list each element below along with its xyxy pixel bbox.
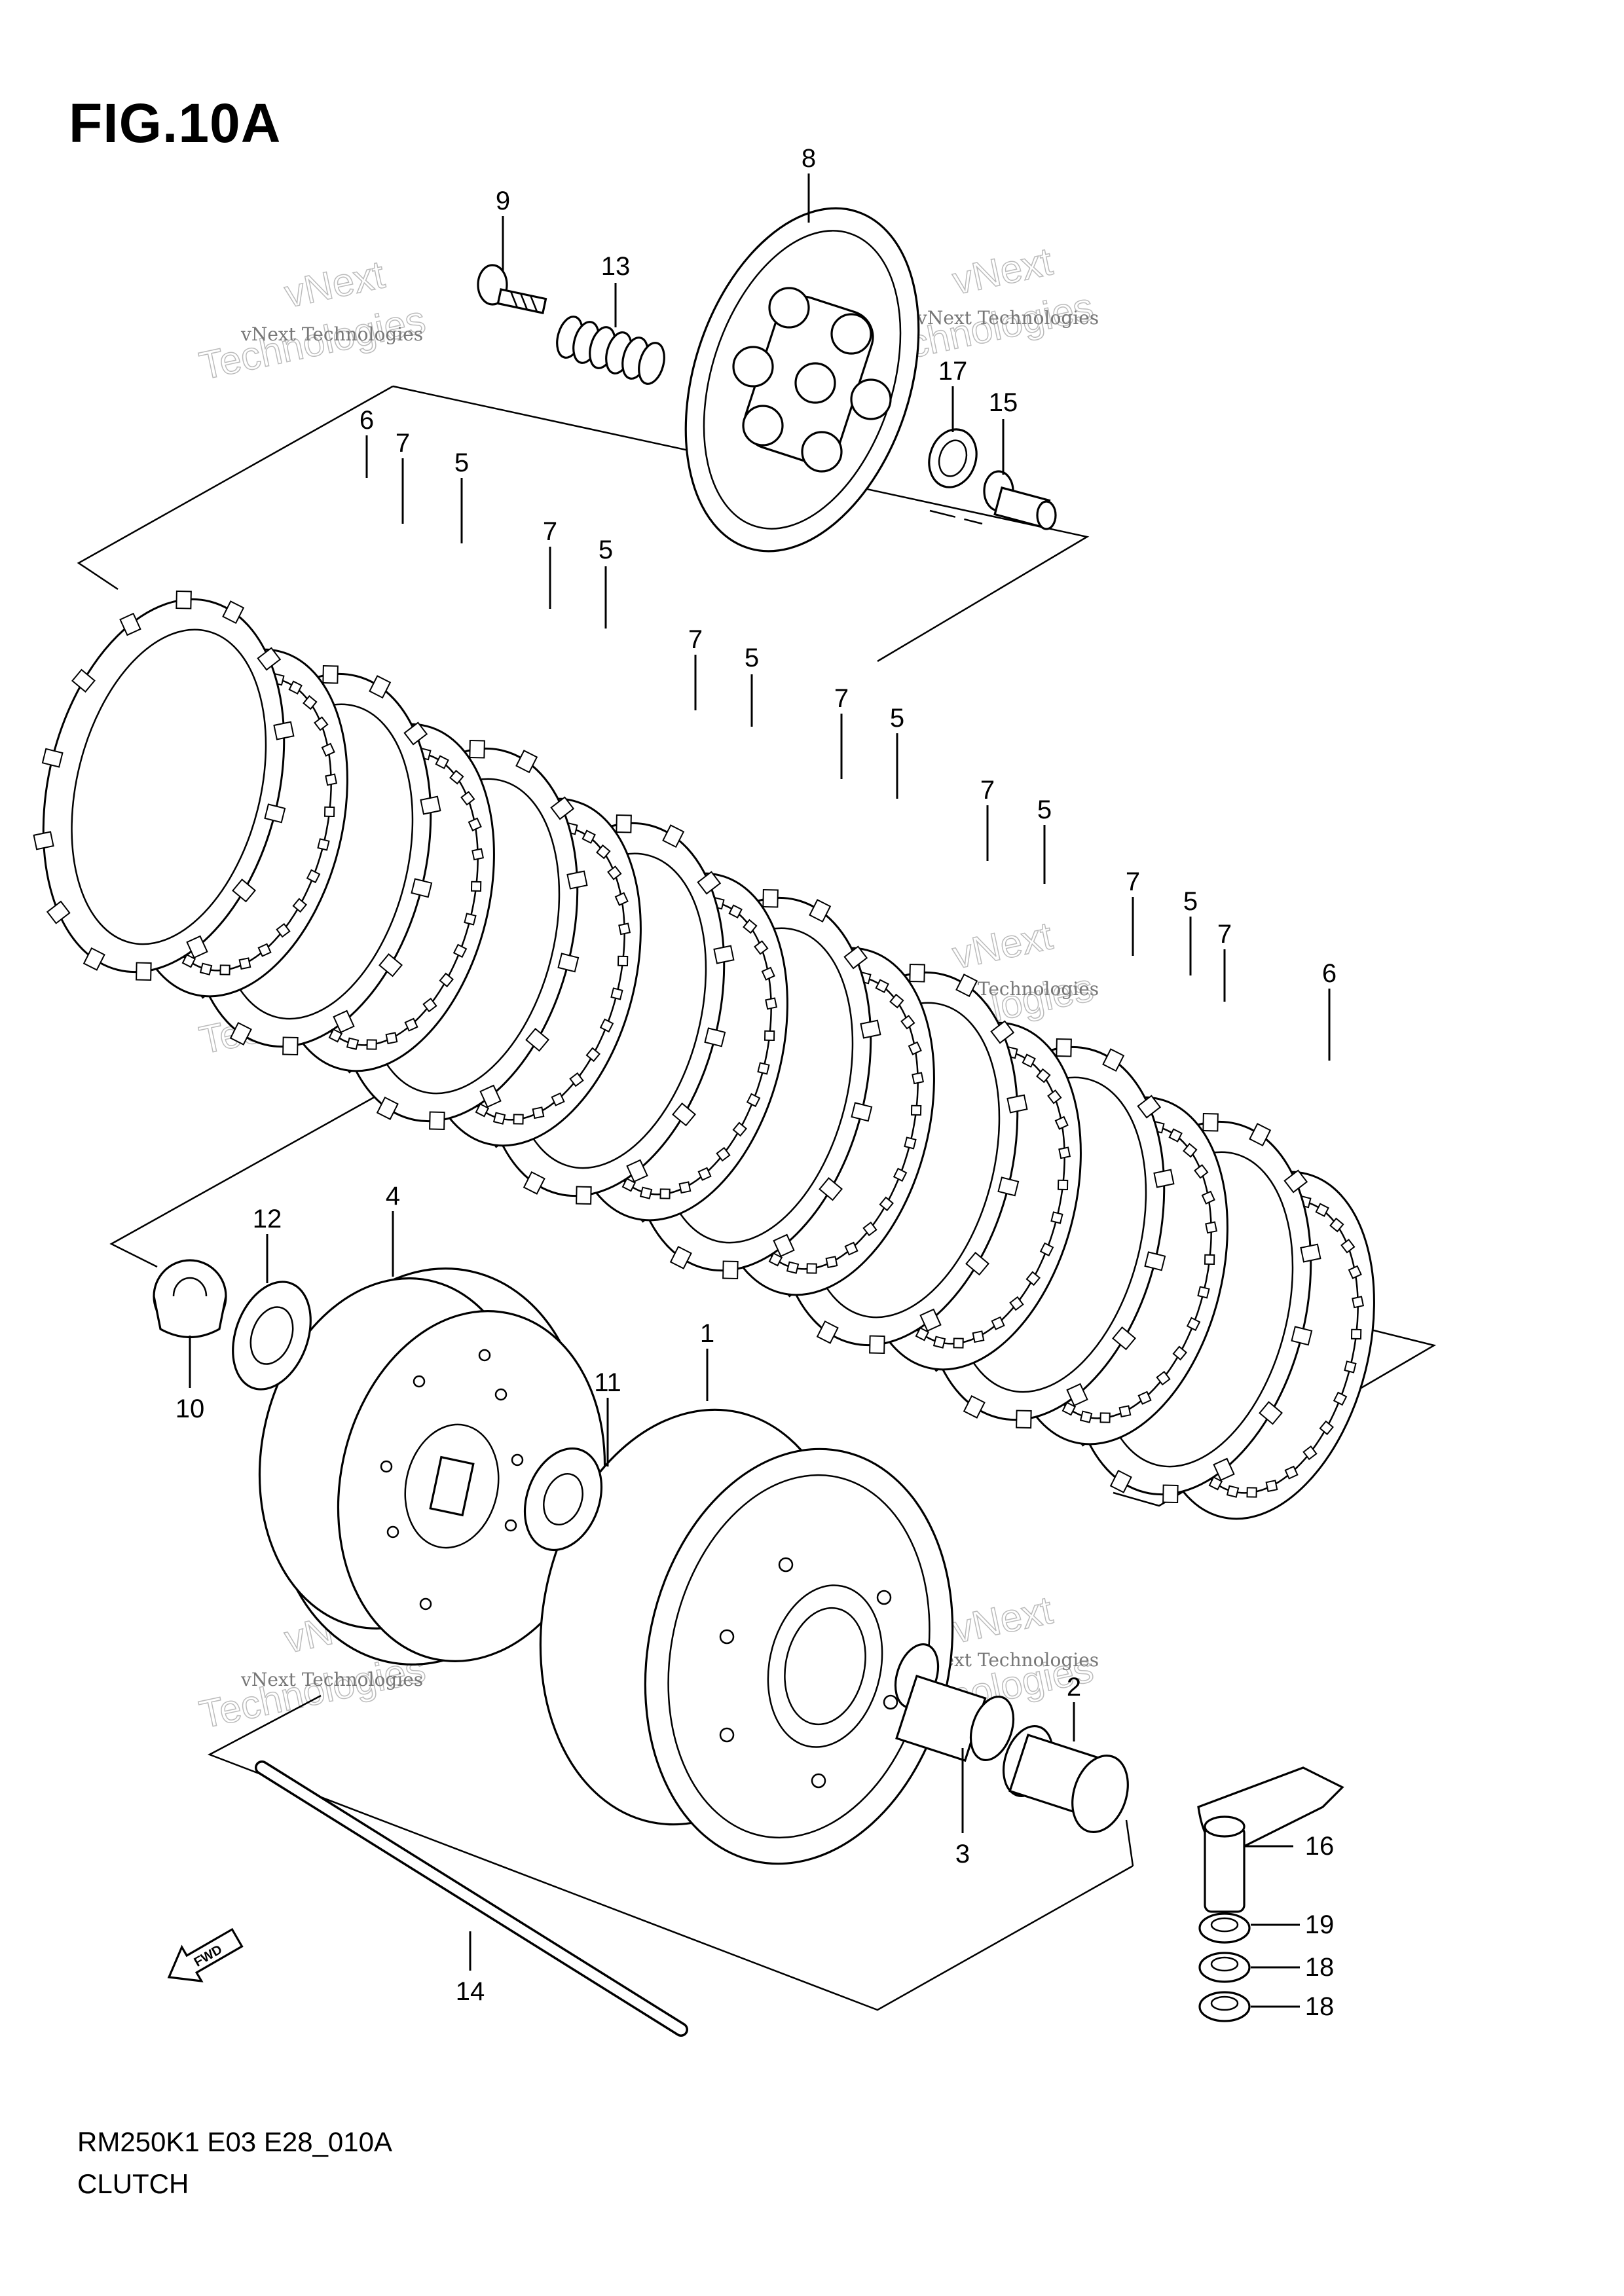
callout-5: 5 <box>890 704 904 733</box>
clutch-sleeve-hub-nut <box>153 1259 227 1339</box>
callout-5: 5 <box>599 536 613 564</box>
needle-bearing <box>894 1643 1015 1762</box>
callout-6: 6 <box>1322 959 1337 988</box>
thrust-washer <box>523 1447 603 1552</box>
watermark-word: vNext <box>949 239 1056 302</box>
callout-12: 12 <box>253 1205 282 1233</box>
callout-7: 7 <box>1126 867 1140 896</box>
callout-8: 8 <box>802 144 816 173</box>
callout-19: 19 <box>1305 1910 1335 1939</box>
callout-7: 7 <box>980 776 995 805</box>
primary-driven-gear <box>258 1267 606 1666</box>
watermark-word: vNext <box>949 1588 1056 1651</box>
watermark-text: vNext Technologies <box>240 1669 423 1690</box>
watermark-word: vNext <box>949 913 1056 977</box>
callout-4: 4 <box>386 1182 400 1211</box>
callout-3: 3 <box>955 1840 970 1868</box>
callout-7: 7 <box>688 625 703 654</box>
callout-17: 17 <box>938 357 968 386</box>
lock-washer <box>232 1281 312 1391</box>
callout-5: 5 <box>1037 795 1052 824</box>
pressure-plate <box>684 207 920 553</box>
camshaft-bearing <box>1198 1952 1251 1983</box>
outline-top-left <box>77 385 394 591</box>
outline-top-right <box>392 385 1090 663</box>
callout-labels: 8 9 13 17 15 6 7 5 7 5 7 5 7 5 7 5 7 5 7… <box>175 144 1337 2021</box>
callout-15: 15 <box>989 388 1018 417</box>
drive-plate <box>33 591 295 981</box>
callout-7: 7 <box>834 684 849 713</box>
outline-dash <box>1125 1819 1134 1867</box>
clutch-plate-stack <box>33 591 1375 1520</box>
push-rod-pin <box>983 470 1057 530</box>
callout-13: 13 <box>601 252 631 281</box>
callout-16: 16 <box>1305 1832 1335 1861</box>
watermark-text: vNext Technologies <box>916 307 1099 329</box>
callout-7: 7 <box>543 517 557 546</box>
outline-dash <box>929 509 983 525</box>
callout-7: 7 <box>1217 920 1232 949</box>
clutch-spring-bolt <box>477 264 547 314</box>
callout-10: 10 <box>175 1394 205 1423</box>
section-name: CLUTCH <box>77 2168 189 2199</box>
housing-spacer <box>1003 1724 1129 1833</box>
callout-1: 1 <box>700 1319 714 1348</box>
release-bearing <box>928 428 978 488</box>
watermark-word: vNext <box>281 252 388 316</box>
oil-seal <box>1198 1912 1251 1944</box>
outline-bottom <box>207 1694 1134 2011</box>
clutch-spring <box>556 316 665 385</box>
forward-direction-arrow: FWD <box>167 1927 244 1982</box>
outline-mid-left <box>109 1085 394 1268</box>
callout-11: 11 <box>594 1368 621 1397</box>
callout-7: 7 <box>396 429 410 458</box>
callout-5: 5 <box>454 448 469 477</box>
callout-18: 18 <box>1305 1953 1335 1982</box>
leader-lines <box>189 173 1331 2008</box>
model-code: RM250K1 E03 E28_010A <box>77 2126 393 2157</box>
callout-9: 9 <box>496 187 510 215</box>
callout-2: 2 <box>1067 1673 1081 1702</box>
callout-6: 6 <box>360 406 374 435</box>
clutch-push-rod <box>255 1760 688 2037</box>
callout-5: 5 <box>745 644 759 672</box>
clutch-release-camshaft <box>1197 1766 1344 1913</box>
callout-18: 18 <box>1305 1992 1335 2021</box>
watermark-text: vNext Technologies <box>240 323 423 345</box>
callout-14: 14 <box>456 1977 485 2006</box>
callout-5: 5 <box>1183 887 1198 916</box>
camshaft-bearing <box>1198 1991 1251 2022</box>
figure-title: FIG.10A <box>69 92 282 154</box>
clutch-housing <box>539 1408 954 1865</box>
